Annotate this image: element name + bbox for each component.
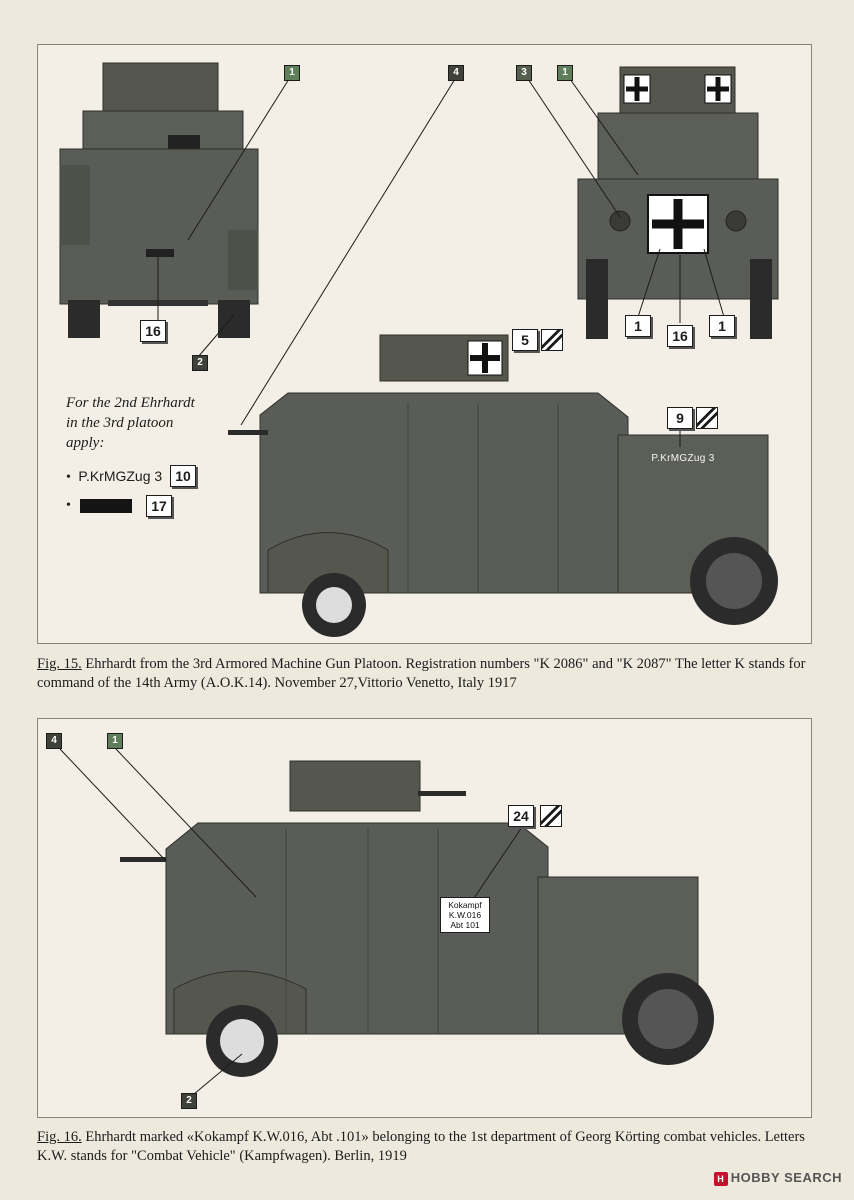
diagonal-stripe-icon xyxy=(540,805,562,827)
rear-view-vehicle xyxy=(577,66,779,339)
kokampf-line-2: K.W.016 xyxy=(448,910,482,920)
note-item-1: • P.KrMGZug 3 xyxy=(66,465,162,487)
diagonal-stripe-icon xyxy=(696,407,718,429)
callout-2-front: 2 xyxy=(192,355,208,371)
side-view-vehicle-fig16 xyxy=(120,760,714,1077)
decal-16-front: 16 xyxy=(140,320,166,342)
figure-15-illustration xyxy=(59,62,779,637)
decal-17: 17 xyxy=(146,495,172,517)
bullet: • xyxy=(66,498,71,513)
callout-1-rear: 1 xyxy=(557,65,573,81)
kokampf-line-3: Abt 101 xyxy=(450,920,480,930)
figure-16-panel: 4 1 24 2 Kokampf K.W.016 Abt 101 xyxy=(37,718,812,1118)
diagonal-stripe-icon xyxy=(541,329,563,351)
leader-lines-fig15 xyxy=(157,78,725,447)
decal-16-rear: 16 xyxy=(667,325,693,347)
note-item-2: • xyxy=(66,495,133,517)
note-line-3: apply: xyxy=(66,435,105,451)
figure-15-caption-text: Ehrhardt from the 3rd Armored Machine Gu… xyxy=(37,656,806,691)
decal-10: 10 xyxy=(170,465,196,487)
callout-4-side: 4 xyxy=(448,65,464,81)
note-line-1: For the 2nd Ehrhardt xyxy=(66,395,195,411)
note-line-2: in the 3rd platoon xyxy=(66,415,174,431)
figure-16-caption-text: Ehrhardt marked «Kokampf K.W.016, Abt .1… xyxy=(37,1129,805,1164)
figure-15-caption: Fig. 15. Ehrhardt from the 3rd Armored M… xyxy=(37,655,827,693)
figure-15-label: Fig. 15. xyxy=(37,656,82,672)
figure-15-panel: 1 16 2 4 3 1 1 16 1 5 9 P.KrMGZug 3 For … xyxy=(37,44,812,644)
figure-16-caption: Fig. 16. Ehrhardt marked «Kokampf K.W.01… xyxy=(37,1128,827,1166)
vehicle-plate-text: P.KrMGZug 3 xyxy=(651,453,715,464)
callout-4-fig16: 4 xyxy=(46,733,62,749)
callout-3-rear: 3 xyxy=(516,65,532,81)
alternate-markings-note: For the 2nd Ehrhardt in the 3rd platoon … xyxy=(66,393,236,453)
hobby-search-logo-icon: H xyxy=(713,1171,728,1186)
black-bar-swatch xyxy=(80,498,133,513)
decal-1-rear-left: 1 xyxy=(625,315,651,337)
decal-1-rear-right: 1 xyxy=(709,315,735,337)
callout-1-fig16: 1 xyxy=(107,733,123,749)
figure-16-illustration xyxy=(59,748,714,1100)
figure-16-label: Fig. 16. xyxy=(37,1129,82,1145)
watermark-text: HOBBY SEARCH xyxy=(730,1170,842,1185)
kokampf-marking: Kokampf K.W.016 Abt 101 xyxy=(440,897,490,933)
note-item-1-text: P.KrMGZug 3 xyxy=(78,468,163,484)
kokampf-line-1: Kokampf xyxy=(448,900,482,910)
decal-9-side: 9 xyxy=(667,407,693,429)
decal-5-side: 5 xyxy=(512,329,538,351)
front-view-vehicle xyxy=(59,62,259,338)
bullet: • xyxy=(66,470,71,485)
leader-lines-fig16 xyxy=(59,748,523,1100)
callout-2-fig16: 2 xyxy=(181,1093,197,1109)
side-view-vehicle-fig15 xyxy=(228,334,778,637)
decal-24-fig16: 24 xyxy=(508,805,534,827)
callout-1-front: 1 xyxy=(284,65,300,81)
